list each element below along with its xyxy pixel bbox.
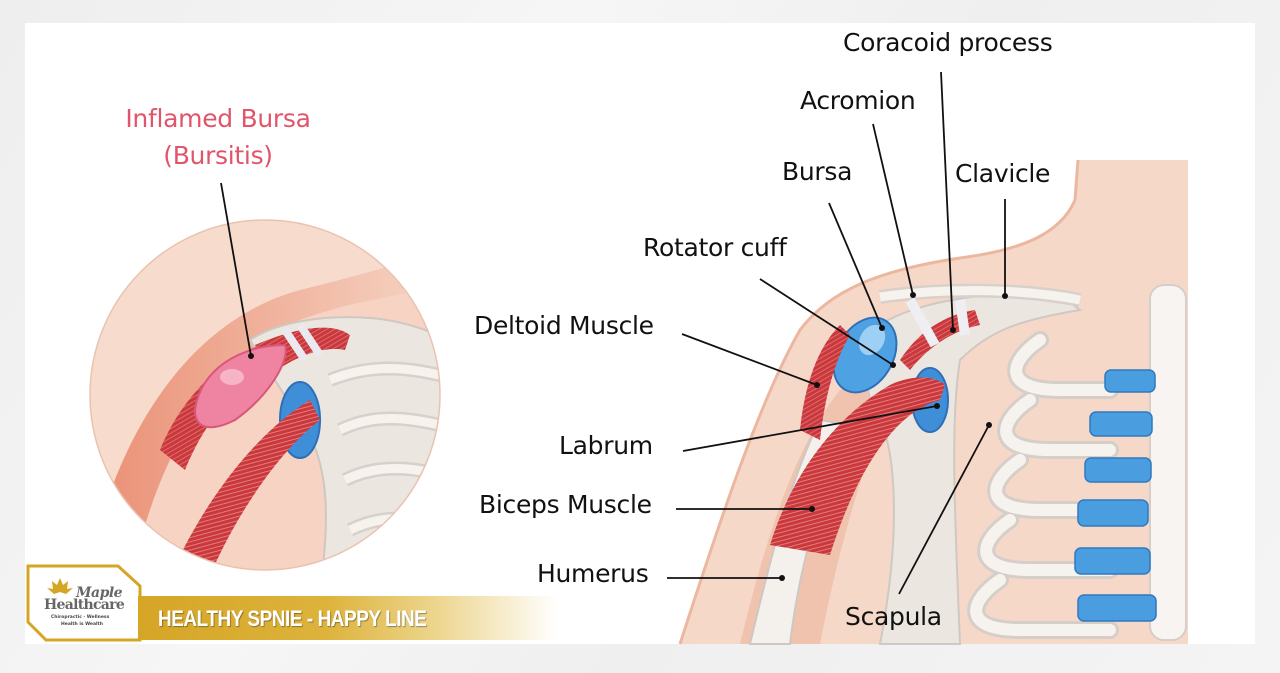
label-deltoid-muscle: Deltoid Muscle [474,311,654,340]
label-biceps-muscle: Biceps Muscle [479,490,652,519]
maple-leaf-icon [47,578,73,594]
label-humerus: Humerus [537,559,649,588]
rib-cage [967,331,1119,639]
logo-text-healthcare: Healthcare [44,597,125,613]
deltoid-muscle-shape [800,325,850,440]
costal-cartilages [1074,369,1157,622]
logo-tagline: Chiropractic · Wellness [51,615,110,620]
leader-line-inflamed-bursa [220,182,252,357]
main-shoulder [678,159,1188,645]
label-clavicle: Clavicle [955,159,1051,188]
brand-banner [138,596,558,640]
logo-motto: Health is Wealth [61,622,103,627]
inset-title-line1: Inflamed Bursa [125,104,311,133]
label-bursa: Bursa [782,157,853,186]
inset-circle-border [89,219,441,571]
inset-title-line2: (Bursitis) [163,141,273,170]
logo-frame [26,564,142,642]
label-acromion: Acromion [800,86,916,115]
sternum [1149,284,1187,641]
label-scapula: Scapula [845,602,942,631]
leader-dots [779,292,1008,581]
logo-text-maple: Maple [76,585,123,601]
bursitis-inset [90,220,440,570]
label-coracoid-process: Coracoid process [843,28,1053,57]
label-labrum: Labrum [559,431,653,460]
label-rotator-cuff: Rotator cuff [643,233,787,262]
leader-lines [667,71,1006,595]
banner-slogan: HEALTHY SPNIE - HAPPY LINE [158,606,427,631]
